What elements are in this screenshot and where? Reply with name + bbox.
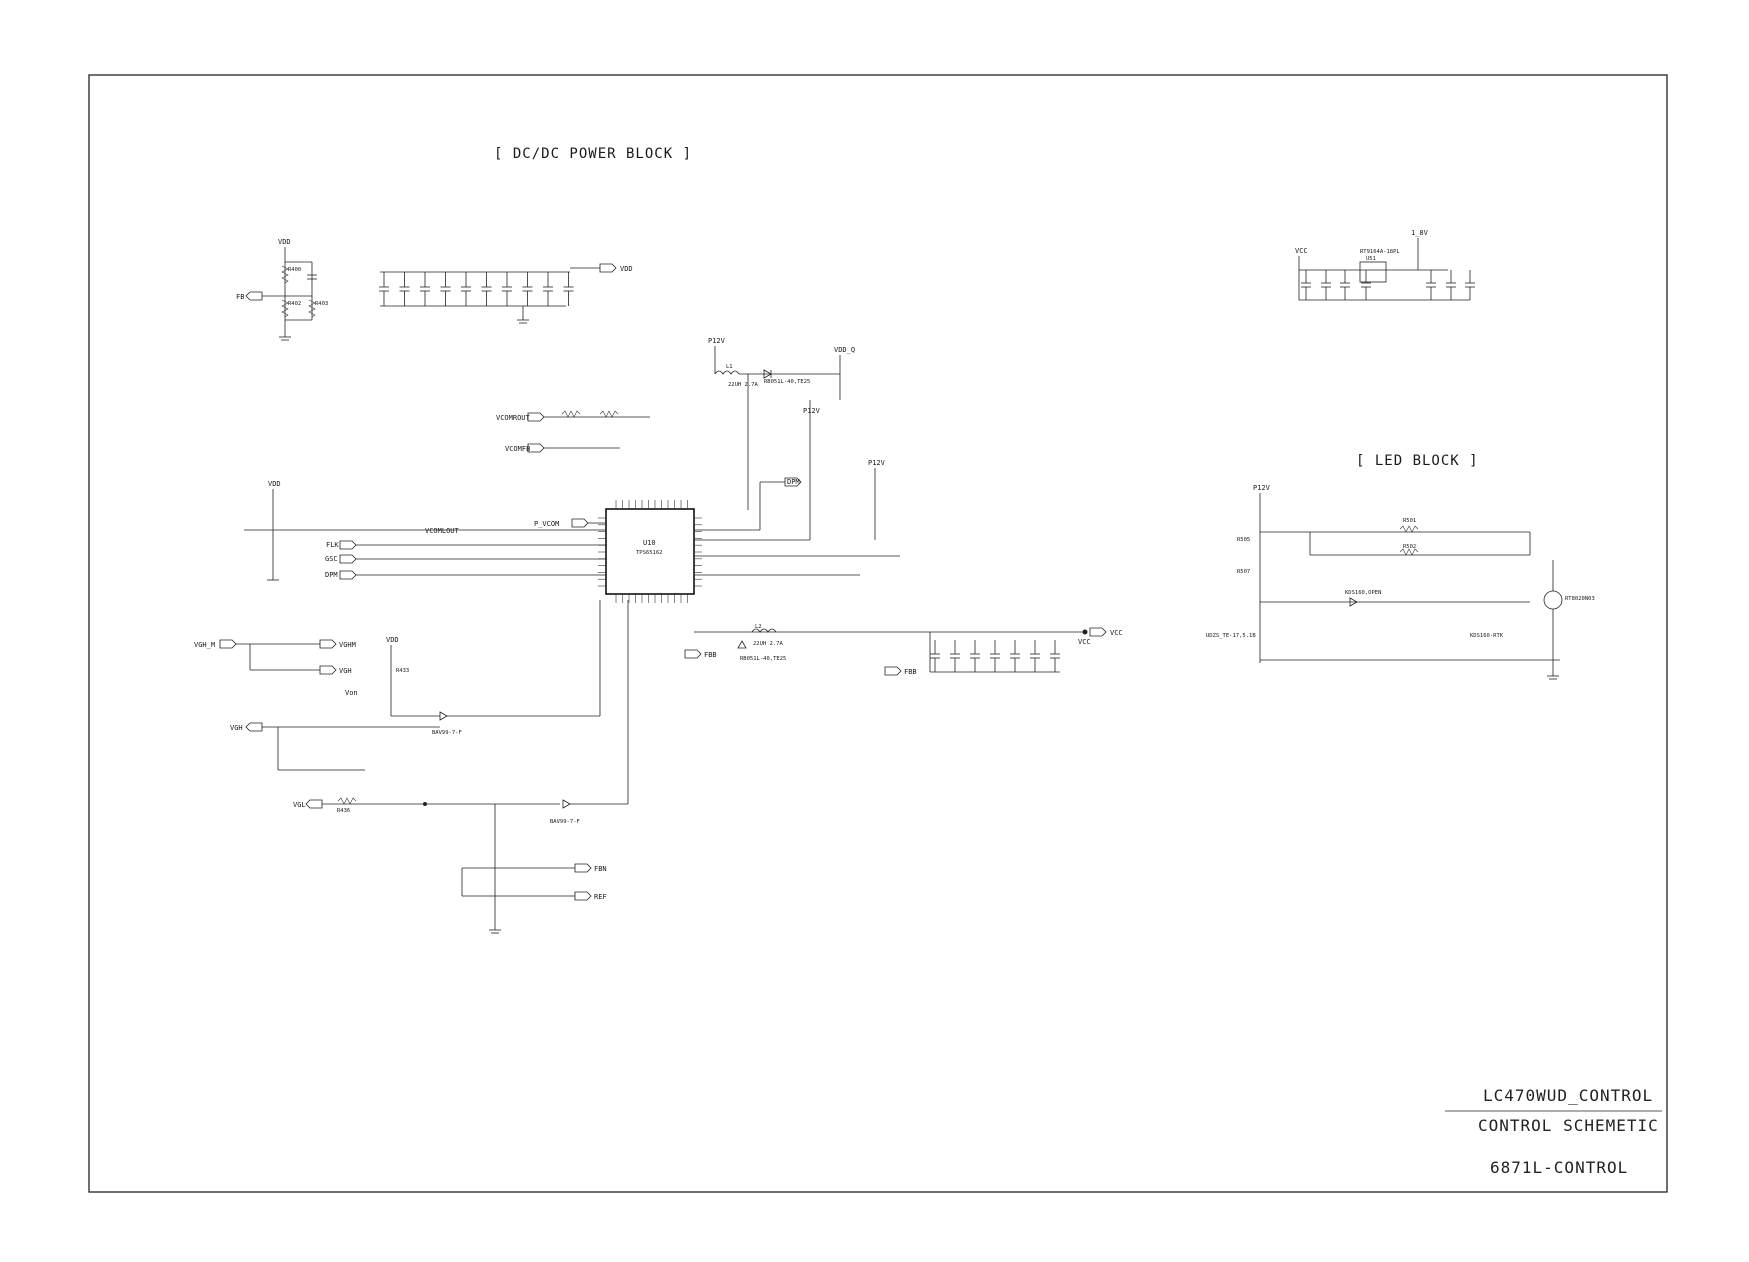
gsc-net-label: GSC [325,555,338,563]
led-driver-block: P12V R501 R502 R505 R507 KDS160,OPEN UDZ… [1206,484,1595,680]
p-vcom-net-label: P_VCOM [534,520,559,528]
r436-label: R436 [337,808,350,814]
vcc-output: L2 22UH 2.7A RB051L-40,TE25 VCC VCC FBB … [684,624,1123,676]
vcomfb-net-label: VCOMFB [505,445,530,453]
vgl-net-label: VGL [293,801,306,809]
u51-part-number: RT9164A-18PL [1360,249,1400,255]
vdd-rail-label-2: VDD [268,480,281,488]
u10-right-signals: DPM P12V P12V [694,400,900,576]
q8-part-number: RT8020N03 [1565,596,1595,602]
vgl-section: VGL R436 BAV99-7-F FBN REF [293,600,629,934]
d31-part-number: RB051L-40,TE25 [740,656,786,662]
zd0-part-number: UDZS_TE-17,5.1B [1206,633,1256,639]
u51-label: U51 [1366,256,1376,262]
led-p12v-rail-label: P12V [1253,484,1271,492]
d20-part-number: KDS160,OPEN [1345,590,1381,596]
p12v-rail-label-2: P12V [868,459,886,467]
title-drawing-code: 6871L-CONTROL [1490,1158,1628,1177]
ldo-vcc-rail-label: VCC [1295,247,1308,255]
fbn-net-label: FBN [594,865,607,873]
vcc-junction [1082,629,1088,635]
u10-controller: U10 TPS65162 [598,500,702,603]
flk-net-label: FLK [326,541,339,549]
vdd-rail-label: VDD [278,238,291,246]
vcc-rail-label: VCC [1078,638,1091,646]
vgh-right-net-label: VGH [339,667,352,675]
fbb-net-label-2: FBB [904,668,917,676]
vgh-m-net-label: VGH_M [194,641,215,649]
d30-part-number: RB051L-40,TE25 [764,379,810,385]
r507-label: R507 [1237,569,1250,575]
ldo-1v8-block: VCC RT9164A-18PL U51 1_8V [1295,229,1475,301]
fbb-net-label-1: FBB [704,651,717,659]
r505-label: R505 [1237,537,1250,543]
vdd-q-rail-label: VDD_Q [834,346,855,354]
boost-converter: P12V L1 22UH 2.7A RB051L-40,TE25 VDD_Q [708,337,855,510]
vcomrout-net-label: VCOMROUT [496,414,531,422]
d5-part-number: BAV99-7-F [550,819,580,825]
vgh-section: VGH_M VGHM VGH VGH VDD R433 BAV99-7-F Vo… [194,600,601,771]
fb-divider: VDD R400 R402 R403 FB [236,238,328,341]
dpm-left-net-label: DPM [325,571,338,579]
r403-label: R403 [315,301,328,307]
l2-label: L2 [755,624,762,630]
vdd-capacitor-bank: VDD [379,263,633,324]
u10-label: U10 [643,539,656,547]
vgh-net-label: VGH [230,724,243,732]
p12v-rail-label: P12V [803,407,821,415]
u10-left-signals: VCOMROUT VCOMFB VCOMLOUT P_VCOM FLK GSC … [244,410,650,581]
q10-part-number: BAV99-7-F [432,730,462,736]
dcdc-block-title: [ DC/DC POWER BLOCK ] [494,146,692,162]
fb-net-label: FB [236,293,244,301]
vdd-rail-label-3: VDD [386,636,399,644]
title-model: LC470WUD_CONTROL [1483,1086,1653,1105]
l2-value: 22UH 2.7A [753,641,783,647]
drawing-frame [88,74,1668,1193]
von-rail-label: Von [345,689,358,697]
u10-part-number: TPS65162 [636,550,663,556]
vghm-net-label: VGHM [339,641,356,649]
l1-value: 22UH 2.7A [728,382,758,388]
vdd-net-label: VDD [620,265,633,273]
r400-label: R400 [288,267,301,273]
r402-label: R402 [288,301,301,307]
v1-8-rail-label: 1_8V [1411,229,1429,237]
l1-label: L1 [726,364,733,370]
r502-label: R502 [1403,544,1416,550]
ref-net-label: REF [594,893,607,901]
dpm-right-net-label: DPM [787,478,800,486]
p12v-rail-label-3: P12V [708,337,726,345]
vcomlout-net-label: VCOMLOUT [425,527,460,535]
title-sheet-name: CONTROL SCHEMETIC [1478,1116,1659,1135]
r501-label: R501 [1403,518,1416,524]
r433-label: R433 [396,668,409,674]
d21-part-number: KDS160-RTK [1470,633,1504,639]
q8-transistor [1543,590,1563,610]
vcc-net-label: VCC [1110,629,1123,637]
led-block-title: [ LED BLOCK ] [1356,453,1479,469]
